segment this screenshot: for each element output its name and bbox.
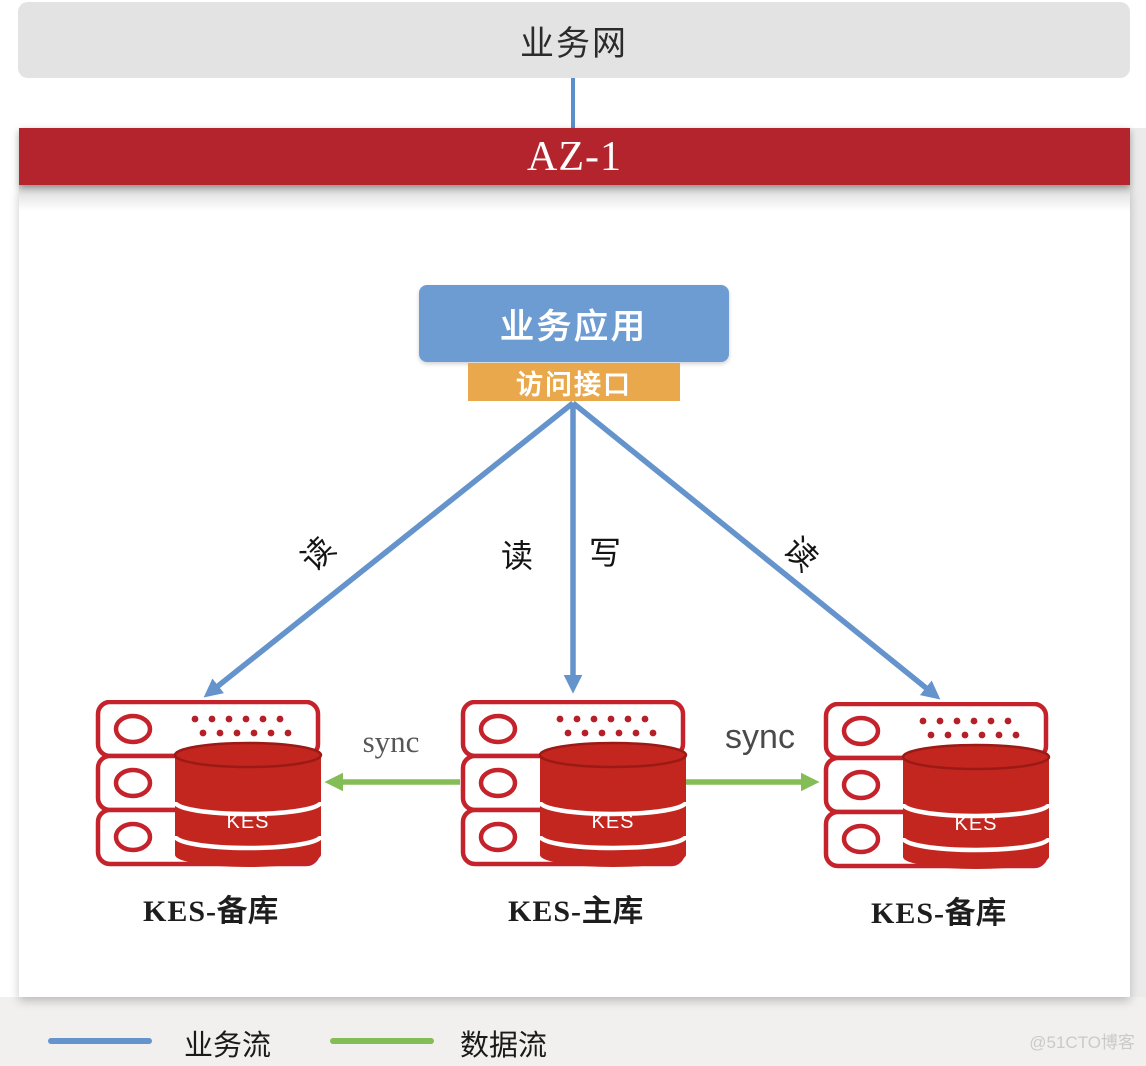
- database-cylinder-icon: KES: [537, 741, 689, 867]
- led-ellipse: [113, 821, 153, 853]
- led-ellipse: [478, 767, 518, 799]
- led-ellipse: [841, 823, 881, 855]
- read-label-center: 读: [501, 538, 534, 574]
- legend-business-flow-label: 业务流: [184, 1030, 272, 1062]
- az-zone-bar: AZ-1: [19, 128, 1130, 185]
- server-name-primary: KES-主库: [507, 895, 645, 928]
- vent-dots: [919, 717, 1020, 739]
- access-interface-label: 访问接口: [516, 369, 632, 400]
- sync-label-right: sync: [725, 718, 795, 756]
- page-bottom-gutter: [0, 997, 1146, 1066]
- watermark: @51CTO博客: [1029, 1033, 1135, 1052]
- page-right-gutter: [1130, 128, 1146, 1066]
- led-ellipse: [841, 715, 881, 747]
- led-ellipse: [113, 767, 153, 799]
- database-cylinder-icon: KES: [172, 741, 324, 867]
- network-to-az-connector-line: [571, 78, 575, 128]
- led-ellipse: [478, 821, 518, 853]
- business-application-box: 业务应用: [419, 285, 729, 362]
- az-zone-label: AZ-1: [527, 133, 622, 180]
- vent-dots: [556, 715, 657, 737]
- legend-business-flow-line: [48, 1038, 152, 1044]
- panel-top-shadow: [19, 185, 1130, 211]
- access-interface-box: 访问接口: [468, 363, 680, 401]
- business-application-label: 业务应用: [500, 309, 648, 346]
- db-label: KES: [226, 811, 269, 833]
- write-label-center: 写: [589, 535, 622, 571]
- server-name-standby-right: KES-备库: [870, 897, 1008, 930]
- led-ellipse: [841, 769, 881, 801]
- server-name-standby-left: KES-备库: [142, 895, 280, 928]
- server-icon: KES: [823, 702, 1052, 869]
- led-ellipse: [478, 713, 518, 745]
- business-network-label: 业务网: [520, 25, 628, 63]
- led-ellipse: [113, 713, 153, 745]
- legend-data-flow-label: 数据流: [460, 1030, 548, 1062]
- server-icon: KES: [95, 700, 324, 867]
- sync-label-left: sync: [362, 724, 420, 759]
- vent-dots: [191, 715, 292, 737]
- database-cylinder-icon: KES: [900, 743, 1052, 869]
- server-icon: KES: [460, 700, 689, 867]
- legend-data-flow-line: [330, 1038, 434, 1044]
- business-network-bar: 业务网: [18, 2, 1130, 78]
- db-label: KES: [591, 811, 634, 833]
- db-label: KES: [954, 813, 997, 835]
